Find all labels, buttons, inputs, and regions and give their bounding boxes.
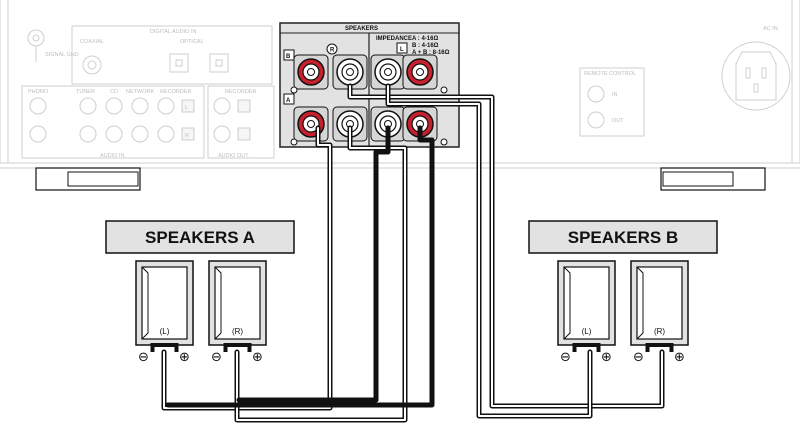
speaker-terminal-panel: SPEAKERS IMPEDANCE A : 4-16Ω B : 4-16Ω A… — [279, 22, 460, 148]
audio-out-label: AUDIO OUT — [218, 153, 249, 159]
impedance-line-a: A : 4-16Ω — [412, 36, 438, 42]
impedance-line-ab: A + B : 8-16Ω — [412, 50, 450, 56]
digital-audio-in-block — [71, 25, 273, 85]
row-b-binding-post-3[interactable] — [370, 54, 406, 90]
speakers-panel-title: SPEAKERS — [345, 26, 378, 32]
optical-label: OPTICAL — [180, 39, 204, 45]
row-a-binding-post-4[interactable] — [402, 106, 438, 142]
row-b-binding-post-4[interactable] — [402, 54, 438, 90]
row-b-binding-post-1[interactable] — [293, 54, 329, 90]
speaker-cables — [161, 83, 665, 423]
channel-r-label: R — [330, 48, 335, 54]
speaker-a-left-cabinet: (L) ⊖ ⊕ — [135, 260, 194, 365]
row-b-binding-post-2[interactable] — [332, 54, 368, 90]
network-label: NETWORK — [126, 89, 154, 95]
amplifier-rear-panel: SIGNAL GND DIGITAL AUDIO IN COAXIAL OPTI… — [0, 0, 800, 191]
ac-inlet-icon — [721, 41, 791, 111]
remote-control-label: REMOTE CONTROL — [584, 71, 636, 77]
recorder-out-label: RECORDER — [225, 89, 257, 95]
speakers-a-group: SPEAKERS A — [105, 220, 295, 254]
cd-label: CD — [110, 89, 118, 95]
speaker-b-left-plus-terminal[interactable]: ⊕ — [601, 350, 612, 365]
speaker-b-right-channel-label: (R) — [654, 327, 665, 336]
speaker-a-right-channel-label: (R) — [232, 327, 243, 336]
speakers-a-label: SPEAKERS A — [145, 228, 255, 247]
speaker-a-right-plus-terminal[interactable]: ⊕ — [252, 350, 263, 365]
speaker-a-right-minus-terminal[interactable]: ⊖ — [211, 350, 222, 365]
speaker-a-right-cabinet: (R) ⊖ ⊕ — [208, 260, 267, 365]
tuner-label: TUNER — [76, 89, 95, 95]
speakers-b-group: SPEAKERS B — [528, 220, 718, 254]
speakers-b-label: SPEAKERS B — [568, 228, 679, 247]
audio-in-label: AUDIO IN — [100, 153, 124, 159]
speaker-b-left-minus-terminal[interactable]: ⊖ — [560, 350, 571, 365]
remote-in-label: IN — [612, 92, 618, 98]
speakers-a-label-box — [105, 220, 295, 254]
coaxial-label: COAXIAL — [80, 39, 104, 45]
speaker-b-right-cabinet: (R) ⊖ ⊕ — [630, 260, 689, 365]
ac-in-label: AC IN — [763, 26, 778, 32]
speaker-b-left-cabinet: (L) ⊖ ⊕ — [557, 260, 616, 365]
row-a-binding-post-1[interactable] — [293, 106, 329, 142]
speaker-b-left-channel-label: (L) — [582, 327, 592, 336]
impedance-line-b: B : 4-16Ω — [412, 43, 439, 49]
ch-r-label: R — [185, 133, 189, 139]
rca-jacks — [29, 97, 175, 143]
speaker-a-left-plus-terminal[interactable]: ⊕ — [179, 350, 190, 365]
audio-out-block — [207, 85, 275, 159]
remote-out-label: OUT — [612, 118, 624, 124]
impedance-label: IMPEDANCE — [376, 36, 412, 42]
recorder-label: RECORDER — [160, 89, 192, 95]
audio-in-block — [21, 85, 205, 159]
speaker-a-left-minus-terminal[interactable]: ⊖ — [138, 350, 149, 365]
speakers-b-label-box — [528, 220, 718, 254]
signal-gnd-terminal: SIGNAL GND — [27, 29, 79, 62]
remote-control-block — [579, 67, 645, 137]
row-b-label: B — [286, 54, 291, 60]
channel-l-label: L — [400, 47, 404, 53]
digital-audio-in-label: DIGITAL AUDIO IN — [150, 29, 196, 35]
speaker-b-right-plus-terminal[interactable]: ⊕ — [674, 350, 685, 365]
speaker-a-left-channel-label: (L) — [160, 327, 170, 336]
signal-gnd-label: SIGNAL GND — [45, 52, 79, 58]
speaker-b-right-minus-terminal[interactable]: ⊖ — [633, 350, 644, 365]
phono-label: PHONO — [28, 89, 49, 95]
ch-l-label: L — [185, 105, 188, 111]
speaker-cabinets: (L) ⊖ ⊕ (R) ⊖ ⊕ (L) ⊖ ⊕ (R) ⊖ ⊕ — [135, 260, 689, 365]
row-a-binding-post-2[interactable] — [332, 106, 368, 142]
row-a-label: A — [286, 98, 291, 104]
